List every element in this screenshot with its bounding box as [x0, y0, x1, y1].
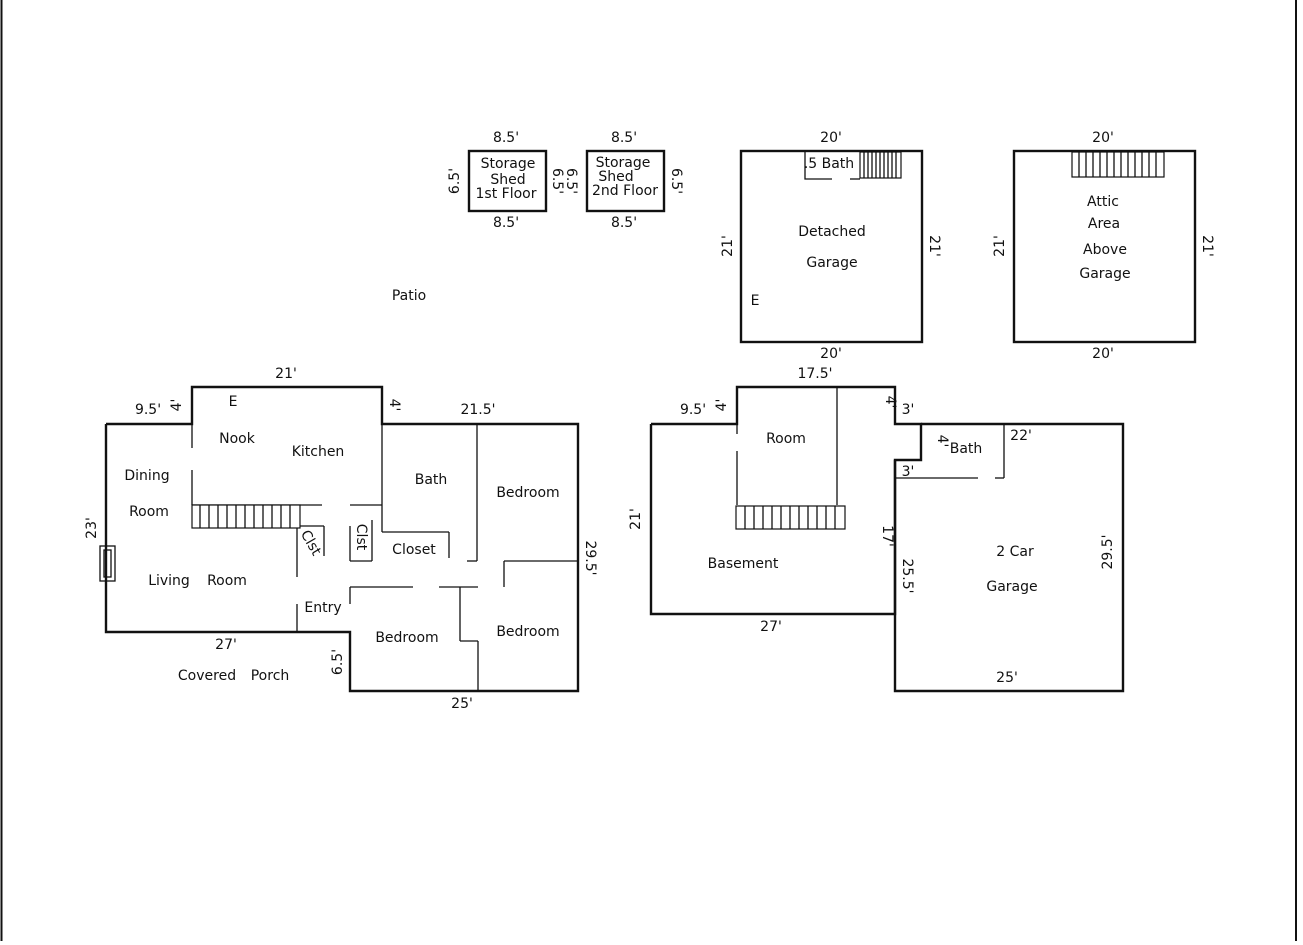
- bath-label: Bath: [415, 472, 448, 488]
- lower-dim-25-5: 25.5': [899, 558, 915, 593]
- main-dim-4-right: 4': [386, 399, 402, 412]
- fireplace-icon: [99, 545, 116, 582]
- lower-room-label: Room: [766, 431, 806, 447]
- detached-garage-dim-left: 21': [720, 235, 736, 257]
- storage-shed-1st-floor: Storage Shed 1st Floor 8.5' 8.5' 6.5' 6.…: [447, 130, 565, 231]
- main-dim-25: 25': [451, 696, 473, 712]
- attic-dim-right: 21': [1199, 235, 1215, 257]
- patio-label: Patio: [392, 288, 426, 304]
- attic-dim-left: 21': [992, 235, 1008, 257]
- closet-2-label: Clst: [353, 524, 369, 551]
- lower-dim-4-b: 4': [882, 396, 898, 409]
- closet-label: Closet: [392, 542, 436, 558]
- shed1-label-1: Storage: [481, 156, 536, 172]
- dining-label-2: Room: [129, 504, 169, 520]
- living-label-2: Room: [207, 573, 247, 589]
- detached-garage: .5 Bath Detached Garage E 20' 20' 21' 21…: [720, 130, 942, 362]
- detached-garage-dim-right: 21': [926, 235, 942, 257]
- lower-dim-17-5: 17.5': [797, 366, 832, 382]
- detached-garage-label-2: Garage: [806, 255, 857, 271]
- shed1-dim-right: 6.5': [549, 168, 565, 194]
- main-dim-27: 27': [215, 637, 237, 653]
- lower-dim-4-c: 4': [934, 435, 950, 448]
- attic-label-2: Area: [1088, 216, 1120, 232]
- lower-dim-21: 21': [628, 508, 644, 530]
- shed2-label-1: Storage: [596, 155, 651, 171]
- detached-garage-dim-bottom: 20': [820, 346, 842, 362]
- lower-dim-17: 17': [879, 525, 895, 547]
- lower-bath-label: Bath: [950, 441, 983, 457]
- attic-stairs: [1071, 151, 1165, 178]
- lower-dim-4-a: 4': [714, 399, 730, 412]
- attic-above-garage: Attic Area Above Garage 20' 20' 21' 21': [992, 130, 1215, 362]
- lower-dim-3-b: 3': [902, 464, 915, 480]
- shed1-dim-top: 8.5': [493, 130, 519, 146]
- shed1-dim-left: 6.5': [447, 168, 463, 194]
- half-bath-label: .5 Bath: [804, 156, 854, 172]
- main-dim-21-5: 21.5': [460, 402, 495, 418]
- main-dim-23: 23': [84, 517, 100, 539]
- garage-stairs: [859, 151, 902, 179]
- two-car-garage-label-2: Garage: [986, 579, 1037, 595]
- kitchen-label: Kitchen: [292, 444, 345, 460]
- detached-garage-entry: E: [751, 293, 760, 309]
- attic-dim-bottom: 20': [1092, 346, 1114, 362]
- dining-label-1: Dining: [124, 468, 169, 484]
- shed1-dim-bottom: 8.5': [493, 215, 519, 231]
- shed2-dim-left: 6.5': [563, 168, 579, 194]
- main-dim-6-5: 6.5': [330, 649, 346, 675]
- shed1-label-2: Shed: [490, 172, 525, 188]
- lower-dim-22: 22': [1010, 428, 1032, 444]
- bedroom-se-label: Bedroom: [496, 624, 559, 640]
- shed1-label-3: 1st Floor: [476, 186, 537, 202]
- shed2-label-3: 2nd Floor: [592, 183, 658, 199]
- lower-dim-25: 25': [996, 670, 1018, 686]
- kitchen-entry-e: E: [229, 394, 238, 410]
- bedroom-s-label: Bedroom: [375, 630, 438, 646]
- lower-dim-3-a: 3': [902, 402, 915, 418]
- shed2-dim-top: 8.5': [611, 130, 637, 146]
- entry-label: Entry: [304, 600, 341, 616]
- living-label-1: Living: [148, 573, 190, 589]
- shed2-dim-right: 6.5': [668, 168, 684, 194]
- attic-dim-top: 20': [1092, 130, 1114, 146]
- lower-floor-plan: Room Basement Bath 2 Car Garage 17.5' 9.…: [628, 366, 1125, 693]
- porch-label-1: Covered: [178, 668, 236, 684]
- lower-dim-27: 27': [760, 619, 782, 635]
- bedroom-ne-label: Bedroom: [496, 485, 559, 501]
- lower-dim-9-5: 9.5': [680, 402, 706, 418]
- attic-label-3: Above: [1083, 242, 1127, 258]
- nook-label: Nook: [219, 431, 256, 447]
- two-car-garage-label-1: 2 Car: [996, 544, 1034, 560]
- shed2-label-2: Shed: [598, 169, 633, 185]
- basement-stairs: [735, 505, 846, 530]
- main-dim-21: 21': [275, 366, 297, 382]
- main-dim-29-5: 29.5': [582, 540, 598, 575]
- porch-label-2: Porch: [251, 668, 290, 684]
- main-dim-9-5: 9.5': [135, 402, 161, 418]
- attic-label-1: Attic: [1087, 194, 1119, 210]
- main-stairs: [191, 504, 301, 529]
- lower-dim-29-5: 29.5': [1100, 534, 1116, 569]
- detached-garage-label-1: Detached: [798, 224, 866, 240]
- closet-1-label: Clst: [297, 528, 324, 559]
- basement-label: Basement: [708, 556, 779, 572]
- main-floor-plan: E Nook Kitchen Dining Room Living Room B…: [84, 366, 598, 712]
- main-dim-4-left: 4': [169, 399, 185, 412]
- attic-label-4: Garage: [1079, 266, 1130, 282]
- storage-shed-2nd-floor: Storage Shed 2nd Floor 8.5' 8.5' 6.5' 6.…: [563, 130, 684, 231]
- shed2-dim-bottom: 8.5': [611, 215, 637, 231]
- detached-garage-dim-top: 20': [820, 130, 842, 146]
